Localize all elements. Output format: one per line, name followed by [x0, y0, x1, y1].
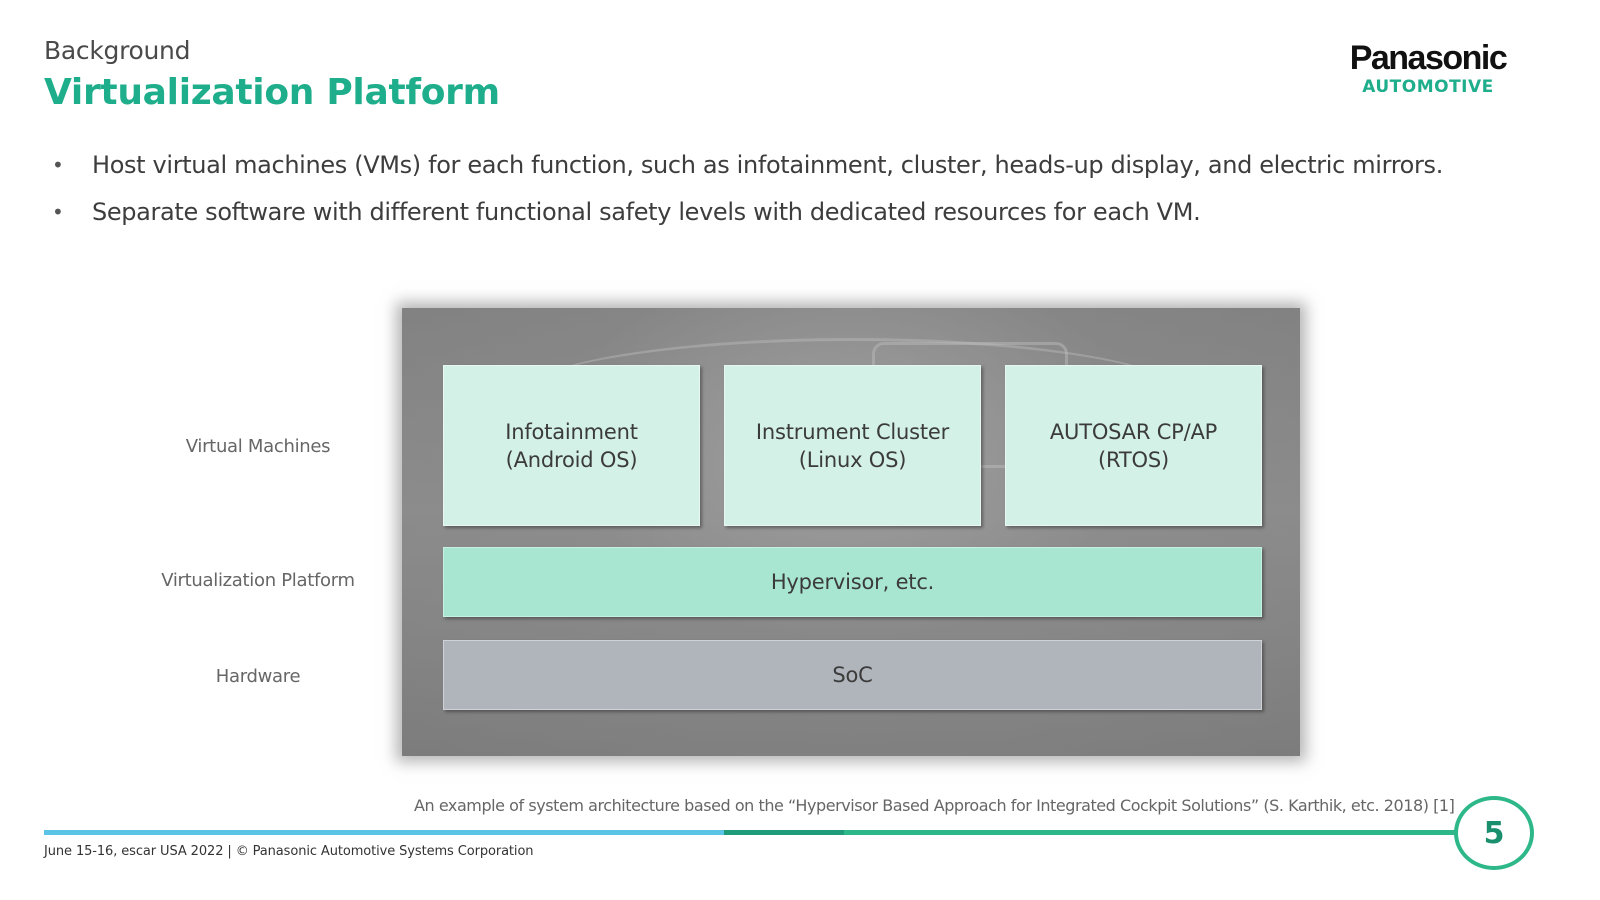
layer-label-hardware: Hardware [215, 666, 301, 687]
vm-box-infotainment: Infotainment (Android OS) [443, 365, 700, 526]
vm-box-autosar: AUTOSAR CP/AP (RTOS) [1005, 365, 1262, 526]
footer-bar-blue [44, 830, 724, 835]
section-label: Background [44, 36, 191, 65]
slide-title: Virtualization Platform [44, 72, 500, 113]
panasonic-logo: Panasonic AUTOMOTIVE [1328, 40, 1528, 98]
layer-label-virtual-machines: Virtual Machines [185, 436, 331, 457]
vm-box-label: Instrument Cluster (Linux OS) [755, 419, 950, 472]
bullet-item: Host virtual machines (VMs) for each fun… [52, 150, 1443, 180]
footer-bar-green [844, 830, 1456, 835]
footer-bar-dark [724, 830, 844, 835]
soc-box: SoC [443, 640, 1262, 710]
page-number-badge: 5 [1454, 796, 1534, 870]
bullet-list: Host virtual machines (VMs) for each fun… [52, 150, 1443, 244]
page-number: 5 [1483, 815, 1505, 851]
hypervisor-label: Hypervisor, etc. [770, 570, 935, 594]
vm-box-instrument-cluster: Instrument Cluster (Linux OS) [724, 365, 981, 526]
diagram-caption: An example of system architecture based … [414, 796, 1455, 815]
layer-label-virtualization-platform: Virtualization Platform [161, 570, 355, 591]
hypervisor-box: Hypervisor, etc. [443, 547, 1262, 617]
bullet-item: Separate software with different functio… [52, 197, 1443, 227]
logo-brand: Panasonic [1349, 39, 1508, 77]
vm-box-label: AUTOSAR CP/AP (RTOS) [1049, 419, 1218, 472]
logo-sub: AUTOMOTIVE [1362, 77, 1494, 97]
vm-box-label: Infotainment (Android OS) [505, 419, 638, 472]
soc-label: SoC [832, 663, 873, 687]
dashboard-outline [512, 338, 1192, 461]
footer-text: June 15-16, escar USA 2022 | © Panasonic… [44, 844, 534, 859]
